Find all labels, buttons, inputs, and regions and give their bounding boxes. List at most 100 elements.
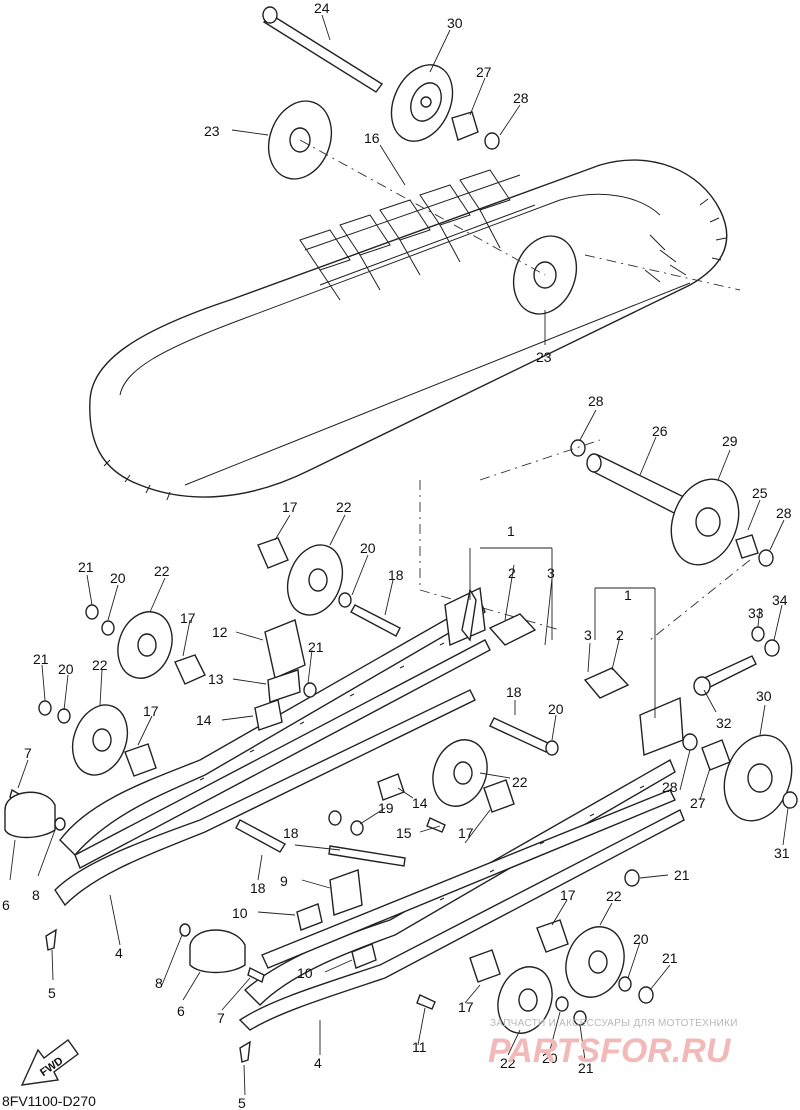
callout-11: 11 (412, 1039, 427, 1055)
leader-lines (9, 14, 789, 1096)
callout-21: 21 (308, 639, 324, 655)
collar-27-lower (701, 739, 731, 771)
callout-22: 22 (500, 1055, 516, 1071)
callout-28: 28 (776, 505, 792, 521)
nut-31 (782, 791, 798, 809)
callout-28: 28 (588, 393, 604, 409)
washer-20-top (338, 592, 352, 608)
callout-20: 20 (633, 931, 649, 947)
shaft-26 (586, 453, 692, 517)
bolt-18-left (235, 819, 286, 853)
callout-3: 3 (584, 627, 592, 643)
callout-17: 17 (560, 887, 576, 903)
collar-17-c (124, 743, 157, 777)
washer-28-lower (682, 733, 698, 751)
callout-28: 28 (513, 90, 529, 106)
diagram-code: 8FV1100-D270 (2, 1093, 96, 1109)
callout-18: 18 (250, 880, 266, 896)
nut-21-b (303, 682, 317, 698)
callout-2: 2 (616, 627, 624, 643)
callout-6: 6 (177, 1003, 185, 1019)
callout-6: 6 (2, 897, 10, 913)
callout-19: 19 (378, 800, 394, 816)
fwd-arrow-icon: FWD (20, 1039, 79, 1086)
callout-18: 18 (506, 684, 522, 700)
wheel-22-c (71, 704, 129, 776)
nut-21-d (624, 869, 640, 887)
callout-31: 31 (774, 845, 790, 861)
collar-17-f (469, 949, 501, 983)
callout-22: 22 (92, 657, 108, 673)
wheel-30-lower (723, 734, 793, 822)
collar-27-top (451, 111, 479, 141)
callout-21: 21 (578, 1060, 594, 1076)
washers-33-34 (751, 626, 780, 657)
wheel-22-f (497, 966, 553, 1034)
washer-20-mid (545, 740, 559, 756)
callout-22: 22 (336, 499, 352, 515)
callout-7: 7 (24, 745, 32, 761)
callout-30: 30 (756, 688, 772, 704)
top-axle-24 (262, 6, 384, 93)
callout-23: 23 (536, 349, 552, 365)
washer-20-e (618, 976, 632, 992)
pad-10-b (351, 943, 377, 969)
washer-28-top (484, 132, 500, 150)
callout-24: 24 (314, 0, 330, 16)
callout-20: 20 (110, 570, 126, 586)
callout-32: 32 (716, 715, 732, 731)
callout-14: 14 (196, 712, 212, 728)
callout-21: 21 (662, 950, 678, 966)
callout-20: 20 (58, 661, 74, 677)
callout-27: 27 (690, 795, 706, 811)
bracket-2-right (583, 667, 630, 699)
callout-22: 22 (606, 888, 622, 904)
track-belt (89, 159, 728, 501)
right-rail-assembly (238, 696, 685, 1031)
wheel-22-a (117, 611, 173, 679)
callout-18: 18 (283, 825, 299, 841)
wheel-22-mid (432, 739, 488, 807)
bumper-9 (329, 869, 363, 916)
callout-28: 28 (662, 779, 678, 795)
screw-5-a (45, 928, 57, 951)
washer-28-right (570, 439, 586, 457)
callout-7: 7 (217, 1010, 225, 1026)
collar-25 (735, 534, 759, 559)
callout-4: 4 (115, 945, 123, 961)
callout-20: 20 (548, 701, 564, 717)
callout-5: 5 (238, 1095, 246, 1110)
callout-15: 15 (396, 825, 412, 841)
slider-6-b (189, 929, 246, 974)
callout-20: 20 (360, 540, 376, 556)
callout-3: 3 (547, 565, 555, 581)
bolt-18-top (350, 604, 401, 637)
callout-10: 10 (297, 965, 313, 981)
callout-25: 25 (752, 485, 768, 501)
callout-4: 4 (314, 1055, 322, 1071)
callout-16: 16 (364, 130, 380, 146)
callout-13: 13 (208, 671, 224, 687)
bracket-2-left (488, 613, 537, 646)
callout-1: 1 (507, 523, 515, 539)
wheel-30-top (390, 64, 454, 142)
callout-23: 23 (204, 123, 220, 139)
watermark-brand: PARTSFOR.RU (488, 1032, 732, 1070)
callout-18: 18 (388, 567, 404, 583)
callout-21: 21 (78, 559, 94, 575)
bolt-18-lower (328, 845, 406, 867)
pad-14-b (377, 773, 405, 801)
rivet-11 (416, 994, 436, 1010)
nut-21-c (38, 700, 52, 716)
nut-28-right (758, 549, 774, 567)
callout-9: 9 (280, 873, 288, 889)
callout-33: 33 (748, 605, 764, 621)
collar-17-a (174, 654, 206, 685)
callout-8: 8 (32, 887, 40, 903)
callout-12: 12 (212, 624, 228, 640)
callout-20: 20 (542, 1050, 558, 1066)
bolt-32 (693, 655, 757, 696)
washer-20-a (101, 620, 115, 636)
